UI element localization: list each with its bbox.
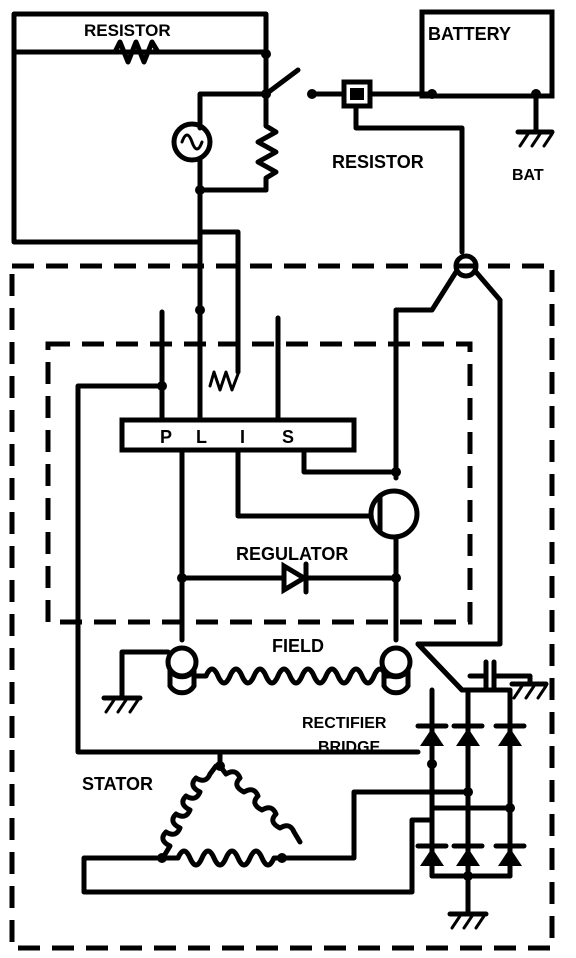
stator-coil-right-icon [217,763,303,845]
top-resistor-circuit: RESISTOR [11,11,271,245]
terminal-block: P L I S [119,417,357,453]
inline-resistor-symbol [208,370,240,392]
indicator-lamp-icon [171,121,213,163]
rectifier-label-line2: BRIDGE [318,739,381,756]
right-resistor-label: RESISTOR [332,152,424,172]
ignition-switch [261,67,349,99]
bridge-ground-icon [447,911,489,930]
diode-upper-2-icon [451,723,485,746]
field-coil-icon [193,666,401,686]
parallel-resistor-symbol [255,115,279,193]
top-resistor-symbol [105,39,168,65]
terminal-p: P [160,427,172,447]
stator-coil-bottom-icon [161,848,291,868]
regulator-label: REGULATOR [236,544,348,564]
diode-lower-1-icon [415,843,449,866]
diode-lower-2-icon [451,843,485,866]
diode-upper-1-icon [415,723,449,746]
capacitor-icon [467,659,549,700]
stator-label: STATOR [82,774,153,794]
terminal-s: S [282,427,294,447]
regulator-diode-icon [281,561,309,595]
battery-ground-icon [515,129,555,148]
battery-label: BATTERY [428,24,511,44]
terminal-l: L [196,427,207,447]
top-resistor-label: RESISTOR [84,21,171,40]
output-terminal [393,253,503,693]
indicator-lamp-branch [171,91,279,235]
diode-upper-3-icon [493,723,527,746]
connector-block: RESISTOR [332,79,465,255]
diode-lower-3-icon [493,843,527,866]
regulator-outline [45,341,473,625]
field-winding: FIELD [101,636,413,714]
rectifier-label-line1: RECTIFIER [302,715,387,732]
field-ground-icon [101,695,143,714]
stator-coil-left-icon [160,763,219,859]
battery: BATTERY BAT [369,9,555,184]
field-label: FIELD [272,636,324,656]
stator: STATOR [81,749,513,895]
rectifier-bridge: RECTIFIER BRIDGE [302,641,549,930]
terminal-feed-wires [75,229,421,755]
bat-ground-label: BAT [512,167,544,184]
regulator-internals: REGULATOR [177,447,420,643]
terminal-i: I [240,427,245,447]
